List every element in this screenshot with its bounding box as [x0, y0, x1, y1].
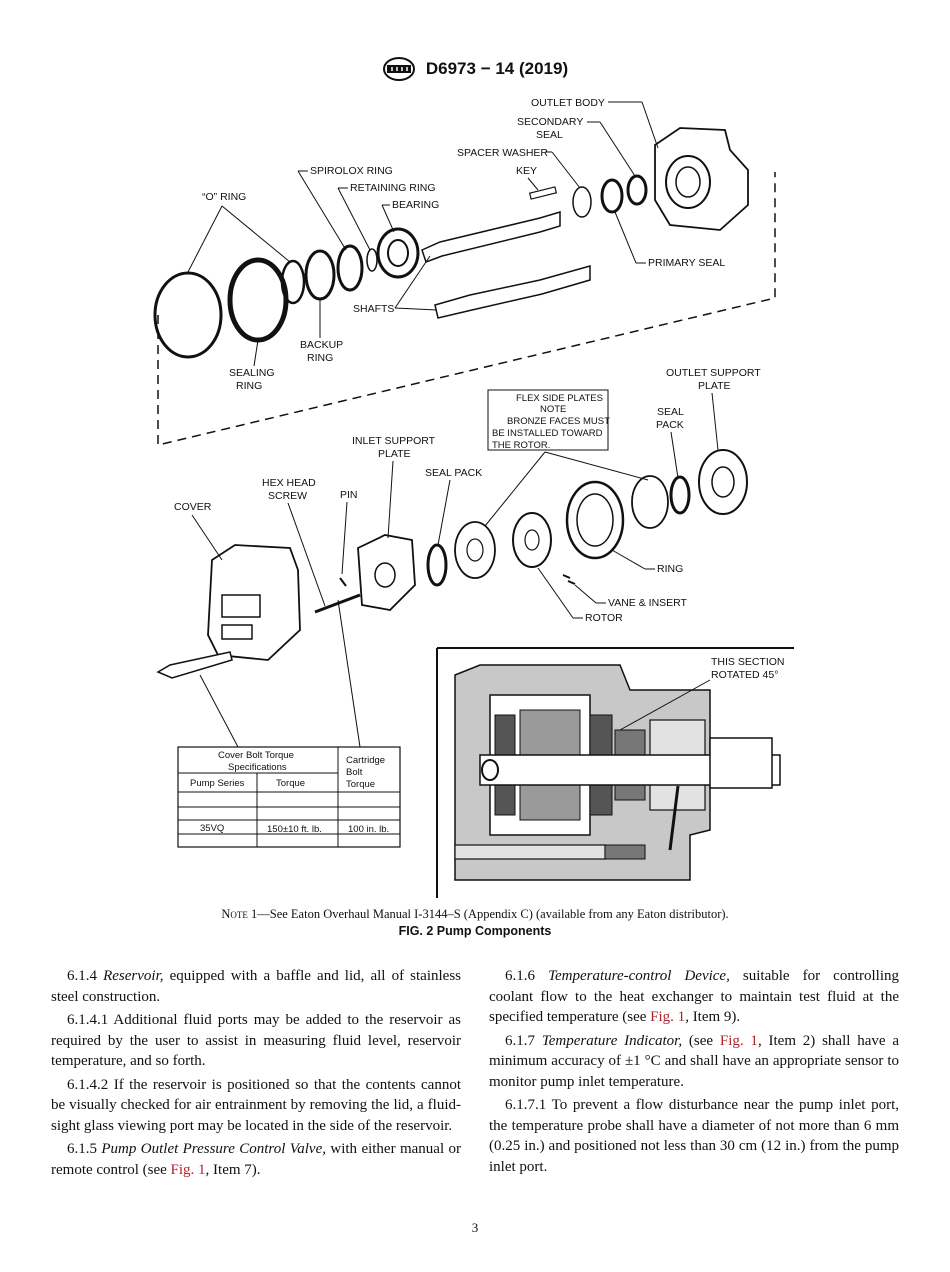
label-o-ring: “O” RING — [202, 191, 246, 203]
label-rotor: ROTOR — [585, 612, 623, 624]
fig-1-link[interactable]: Fig. 1 — [650, 1009, 686, 1025]
primary-seal — [600, 178, 624, 214]
left-column: 6.1.4 Reservoir, equipped with a baffle … — [51, 966, 461, 1183]
label-backup-ring-1: BACKUP — [300, 339, 343, 351]
label-primary-seal: PRIMARY SEAL — [648, 257, 725, 269]
hex-head-screw — [314, 593, 361, 614]
cover-bolt — [156, 651, 233, 679]
o-ring-large — [153, 271, 223, 359]
flex-note-line-4: BE INSTALLED TOWARD — [492, 428, 603, 439]
label-section-1: THIS SECTION — [711, 656, 785, 668]
table-row-cartridge: 100 in. lb. — [348, 824, 389, 835]
outlet-body — [654, 127, 749, 231]
table-row-series: 35VQ — [200, 823, 224, 834]
page-header: D6973 − 14 (2019) — [0, 56, 950, 82]
label-bearing: BEARING — [392, 199, 439, 211]
flex-note-line-5: THE ROTOR. — [492, 440, 550, 451]
para-6-1-7-1: 6.1.7.1 To prevent a flow disturbance ne… — [489, 1097, 899, 1175]
pin — [339, 577, 347, 587]
figure-note: Note 1—See Eaton Overhaul Manual I-3144–… — [0, 907, 950, 922]
standard-designation: D6973 − 14 (2019) — [425, 59, 569, 78]
table-cartridge-2: Bolt — [346, 767, 363, 778]
backup-ring — [304, 249, 336, 301]
label-secondary-seal-1: SECONDARY — [517, 116, 583, 128]
flex-note-box — [487, 389, 609, 451]
label-outlet-support-2: PLATE — [698, 380, 730, 392]
para-6-1-5: 6.1.5 Pump Outlet Pressure Control Valve… — [51, 1141, 462, 1178]
bearing — [376, 227, 420, 279]
label-pin: PIN — [340, 489, 358, 501]
table-cartridge-3: Torque — [346, 779, 375, 790]
note-text: —See Eaton Overhaul Manual I-3144–S (App… — [257, 907, 729, 921]
pump-components-figure: OUTLET BODY SECONDARY SEAL SPACER WASHER… — [153, 97, 794, 898]
label-inlet-support-1: INLET SUPPORT — [352, 435, 436, 447]
right-column: 6.1.6 Temperature-control Device, suitab… — [489, 966, 899, 1180]
table-title-2: Specifications — [228, 762, 287, 773]
label-secondary-seal-2: SEAL — [536, 129, 563, 141]
label-sealing-ring-2: RING — [236, 380, 262, 392]
seal-pack-right — [669, 475, 691, 515]
rotor — [512, 512, 552, 568]
astm-logo-icon — [382, 57, 415, 81]
torque-table — [177, 746, 401, 848]
label-spirolox-ring: SPIROLOX RING — [310, 165, 393, 177]
seal-pack-left — [426, 543, 448, 587]
label-backup-ring-2: RING — [307, 352, 333, 364]
note-prefix: Note 1 — [221, 907, 258, 921]
cross-section-view — [436, 647, 794, 898]
secondary-seal — [626, 174, 648, 206]
label-cover: COVER — [174, 501, 212, 513]
label-ring: RING — [657, 563, 683, 575]
table-col-torque: Torque — [276, 778, 305, 789]
label-hex-head-2: SCREW — [268, 490, 307, 502]
figure-caption: FIG. 2 Pump Components — [398, 924, 552, 938]
label-key: KEY — [516, 165, 537, 177]
label-seal-pack-r1: SEAL — [657, 406, 684, 418]
outlet-support-plate — [698, 449, 748, 515]
o-ring-small — [280, 259, 306, 305]
table-title-1: Cover Bolt Torque — [218, 750, 294, 761]
ring — [565, 480, 625, 560]
label-vane-insert: VANE & INSERT — [608, 597, 688, 609]
dashed-boundary — [157, 172, 776, 446]
flex-note-line-2: NOTE — [540, 404, 566, 415]
inlet-support-plate — [357, 534, 416, 611]
table-row-torque: 150±10 ft. lb. — [267, 824, 322, 835]
retaining-ring — [366, 248, 378, 272]
fig-1-link[interactable]: Fig. 1 — [719, 1032, 758, 1049]
para-6-1-4-2: 6.1.4.2 If the reservoir is positioned s… — [51, 1076, 461, 1134]
label-section-2: ROTATED 45° — [711, 669, 778, 681]
label-retaining-ring: RETAINING RING — [350, 182, 436, 194]
label-seal-pack-l: SEAL PACK — [425, 467, 482, 479]
para-6-1-4-1: 6.1.4.1 Additional fluid ports may be ad… — [51, 1012, 461, 1069]
label-seal-pack-r2: PACK — [656, 419, 684, 431]
flex-side-plate-right — [631, 475, 669, 529]
table-col-series: Pump Series — [190, 778, 245, 789]
cover — [207, 544, 301, 661]
spirolox-ring — [336, 244, 364, 292]
para-6-1-7: 6.1.7 Temperature Indicator, (see Fig. 1… — [489, 1032, 899, 1090]
table-cartridge-1: Cartridge — [346, 755, 385, 766]
label-outlet-support-1: OUTLET SUPPORT — [666, 367, 761, 379]
lower-shaft — [434, 265, 591, 319]
flex-note-line-3: BRONZE FACES MUST — [507, 416, 610, 427]
label-spacer-washer: SPACER WASHER — [457, 147, 548, 159]
label-inlet-support-2: PLATE — [378, 448, 410, 460]
flex-side-plate — [454, 521, 496, 579]
sealing-ring — [227, 257, 289, 343]
label-outlet-body: OUTLET BODY — [531, 97, 605, 109]
flex-note-line-1: FLEX SIDE PLATES — [516, 393, 603, 404]
fig-1-link[interactable]: Fig. 1 — [170, 1161, 206, 1178]
label-shafts: SHAFTS — [353, 303, 394, 315]
upper-shaft — [421, 210, 561, 263]
para-6-1-6: 6.1.6 Temperature-control Device, suitab… — [489, 968, 899, 1025]
label-sealing-ring-1: SEALING — [229, 367, 275, 379]
label-hex-head-1: HEX HEAD — [262, 477, 316, 489]
page-number: 3 — [471, 1220, 479, 1235]
para-6-1-4: 6.1.4 Reservoir, equipped with a baffle … — [51, 968, 462, 1005]
